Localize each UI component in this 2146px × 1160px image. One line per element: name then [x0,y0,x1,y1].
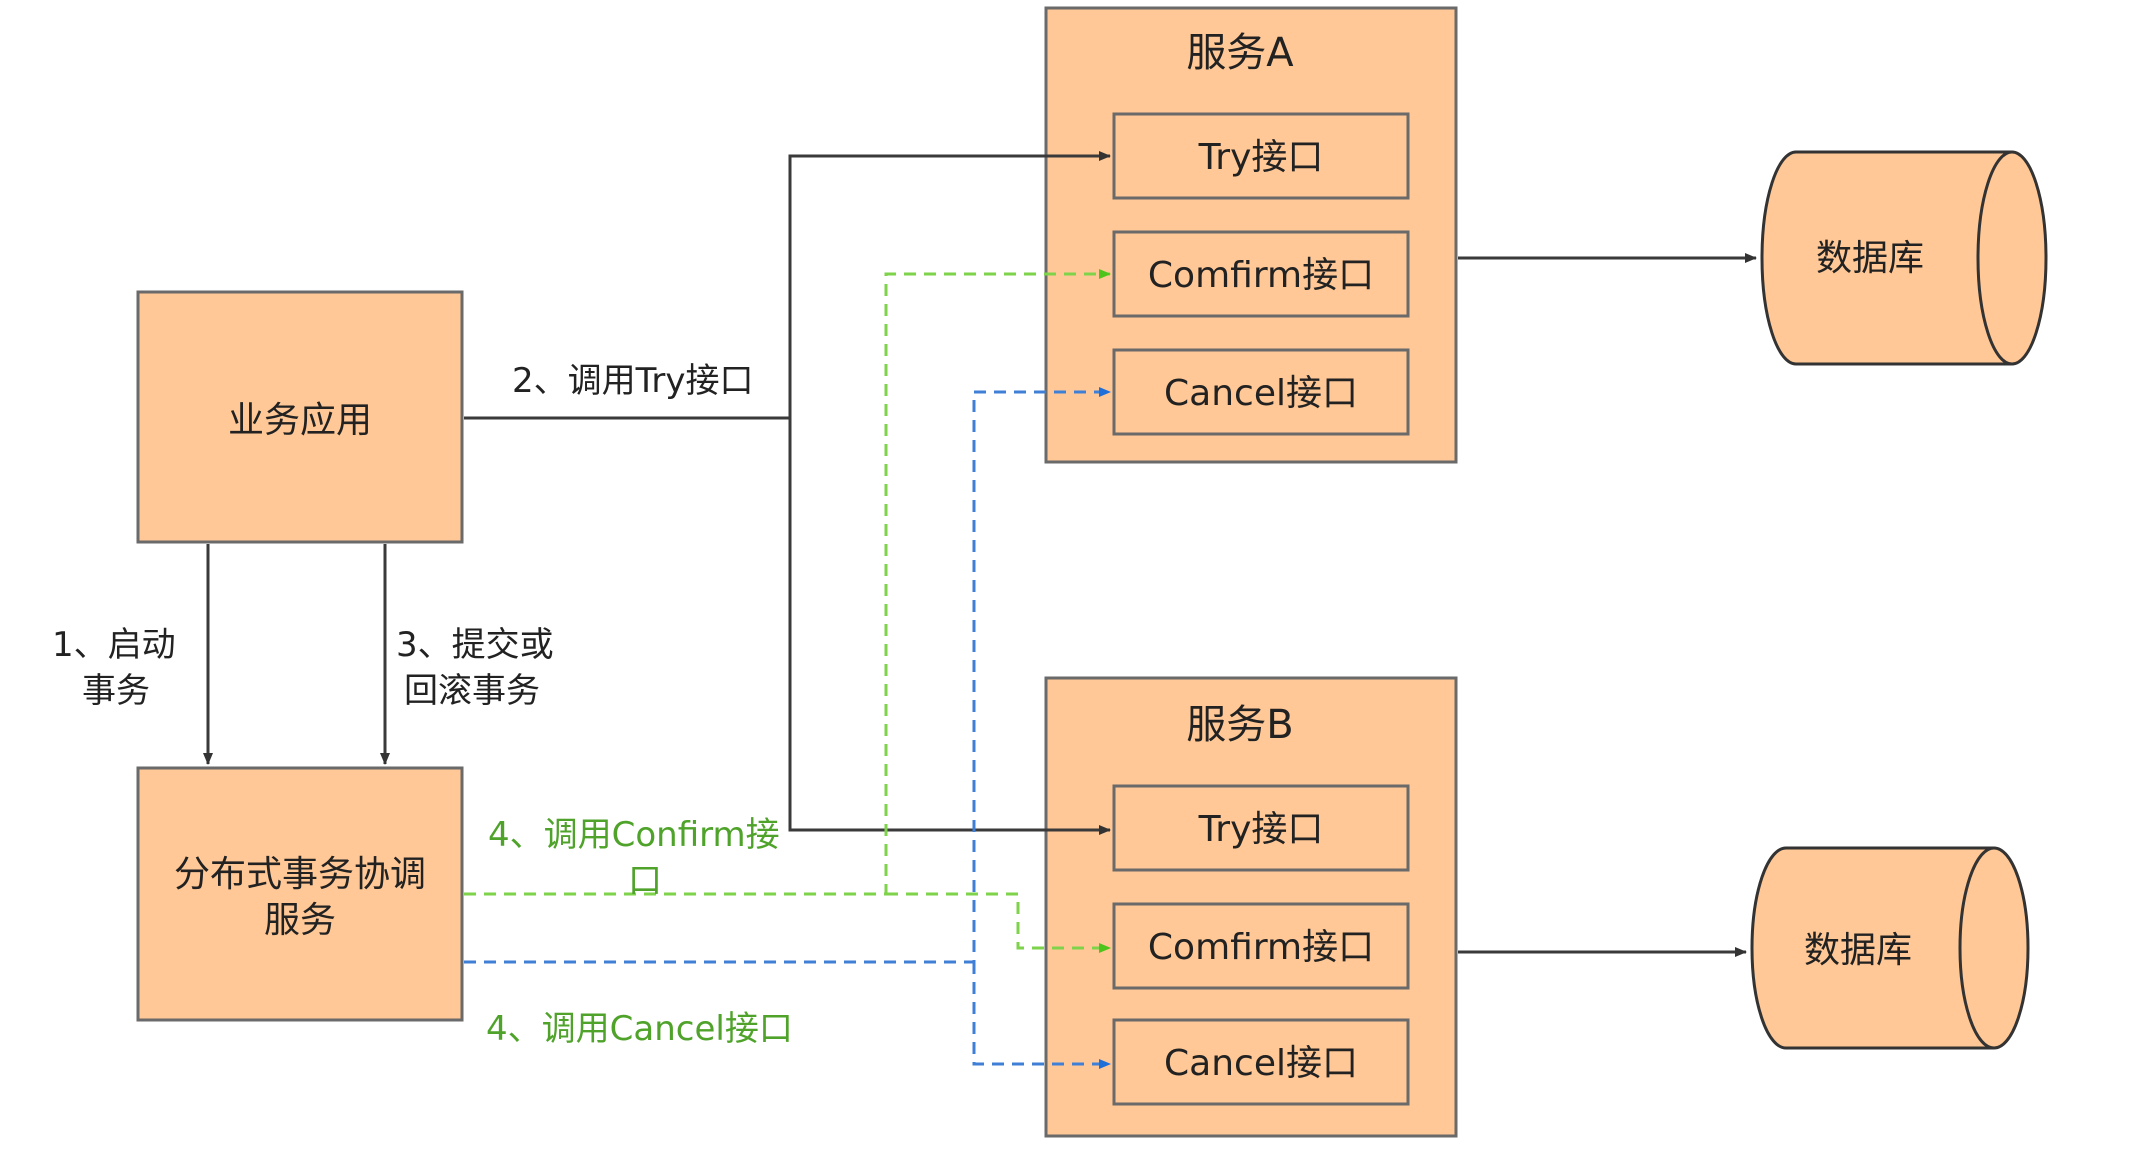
service-a-cancel-box [1112,348,1410,436]
coordinator-label-line1: 分布式事务协调 [174,854,426,895]
service-a-title: 服务A [1186,30,1294,76]
service-b-cancel-box [1112,1018,1410,1106]
service-b-confirm-label: Comfirm接口 [1148,927,1374,968]
coordinator-label-line2: 服务 [264,900,336,941]
label-call-cancel: 4、调用Cancel接口 [486,1009,793,1049]
label-commit-line1: 3、提交或 [396,625,554,665]
service-b-try-label: Try接口 [1198,809,1324,850]
database-b: 数据库 [1750,846,2030,1050]
database-a: 数据库 [1760,150,2048,366]
service-a-confirm-box [1112,230,1410,318]
label-commit-line2: 回滚事务 [404,671,540,711]
arrow-confirm-service-a [464,269,1111,896]
coordinator-box [136,766,464,1022]
arrow-confirm-service-b [886,892,1111,953]
service-b-cancel-label: Cancel接口 [1164,1043,1358,1084]
label-call-confirm-line1: 4、调用Confirm接 [488,815,780,855]
arrow-try-service-a [464,151,1111,420]
service-a-cancel-label: Cancel接口 [1164,373,1358,414]
arrow-cancel-service-b [972,962,1111,1069]
service-a-try-box [1112,112,1410,200]
arrow-cancel-service-a [464,387,1111,964]
service-b-confirm-box [1112,902,1410,990]
label-start-line2: 事务 [82,671,150,711]
label-call-confirm-line2: 口 [628,861,662,901]
label-start-line1: 1、启动 [52,625,176,665]
arrow-try-service-b [788,418,1111,835]
business-app-box [136,290,464,544]
service-b-try-box [1112,784,1410,872]
database-b-label: 数据库 [1804,930,1912,971]
service-a-try-label: Try接口 [1198,137,1324,178]
service-a-confirm-label: Comfirm接口 [1148,255,1374,296]
label-call-try: 2、调用Try接口 [512,361,754,401]
service-b-title: 服务B [1186,702,1293,748]
business-app-label: 业务应用 [228,400,372,441]
database-a-label: 数据库 [1816,238,1924,279]
